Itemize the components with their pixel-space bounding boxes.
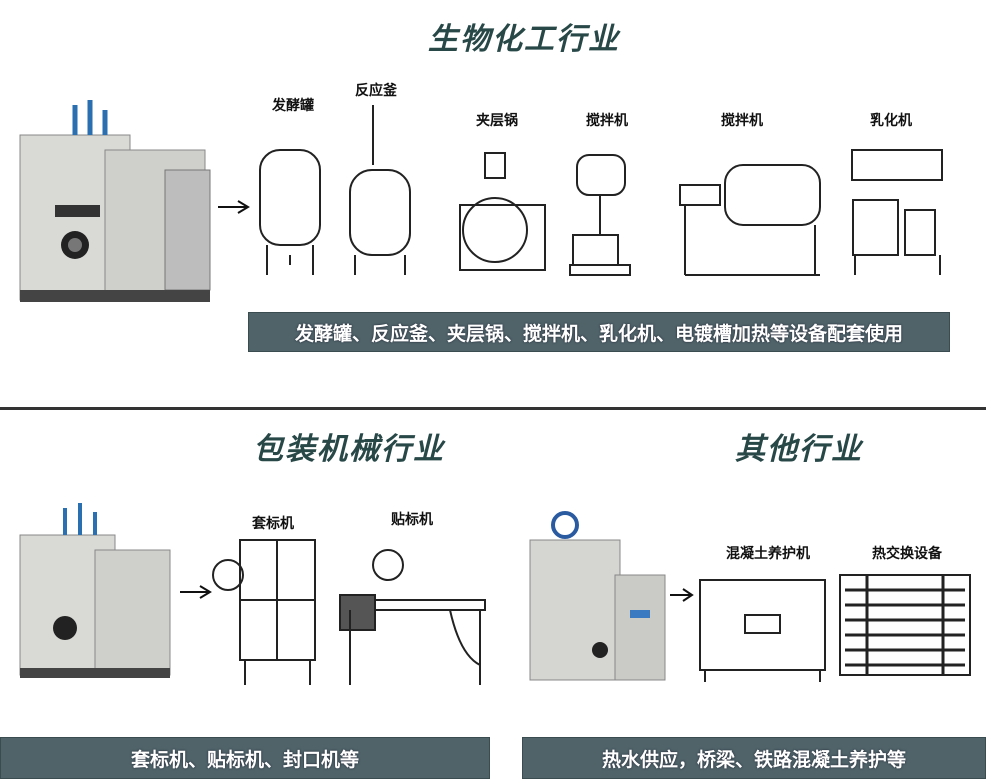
caption-bar-biochem: 发酵罐、反应釜、夹层锅、搅拌机、乳化机、电镀槽加热等设备配套使用 bbox=[248, 312, 950, 352]
sleeve-labeler-icon bbox=[212, 539, 316, 685]
concrete-curing-machine-icon bbox=[699, 579, 826, 682]
equipment-label: 搅拌机 bbox=[586, 113, 628, 129]
steam-generator-image bbox=[529, 511, 666, 681]
section-title-packaging: 包装机械行业 bbox=[253, 432, 445, 467]
equipment-label: 反应釜 bbox=[355, 83, 397, 99]
jacketed-kettle-icon bbox=[459, 152, 546, 271]
section-divider bbox=[0, 407, 986, 410]
reactor-icon bbox=[349, 105, 411, 275]
steam-boiler-image bbox=[19, 100, 211, 302]
emulsifier-icon bbox=[851, 149, 943, 275]
equipment-illustrations bbox=[259, 105, 943, 276]
other-illustrations bbox=[699, 574, 971, 682]
section-title-other: 其他行业 bbox=[735, 432, 863, 467]
arrow-icon bbox=[670, 588, 694, 602]
caption-bar-other: 热水供应，桥梁、铁路混凝土养护等 bbox=[522, 737, 986, 779]
labeler-icon bbox=[339, 549, 486, 685]
equipment-label: 混凝土养护机 bbox=[726, 546, 810, 562]
equipment-label: 夹层锅 bbox=[476, 113, 518, 129]
equipment-label: 搅拌机 bbox=[721, 113, 763, 129]
steam-boiler-image bbox=[19, 503, 171, 678]
fermenter-icon bbox=[259, 149, 321, 275]
equipment-label: 热交换设备 bbox=[872, 546, 942, 562]
section-title-biochem: 生物化工行业 bbox=[428, 22, 620, 57]
equipment-label: 发酵罐 bbox=[272, 98, 314, 114]
caption-bar-packaging: 套标机、贴标机、封口机等 bbox=[0, 737, 490, 779]
mixer-icon bbox=[569, 154, 631, 276]
arrow-icon bbox=[180, 585, 212, 599]
horizontal-mixer-icon bbox=[679, 164, 821, 276]
arrow-icon bbox=[218, 200, 250, 214]
packaging-illustrations bbox=[212, 539, 486, 685]
equipment-label: 套标机 bbox=[252, 516, 294, 532]
heat-exchanger-icon bbox=[839, 574, 971, 676]
equipment-label: 贴标机 bbox=[391, 512, 433, 528]
equipment-label: 乳化机 bbox=[870, 113, 912, 129]
